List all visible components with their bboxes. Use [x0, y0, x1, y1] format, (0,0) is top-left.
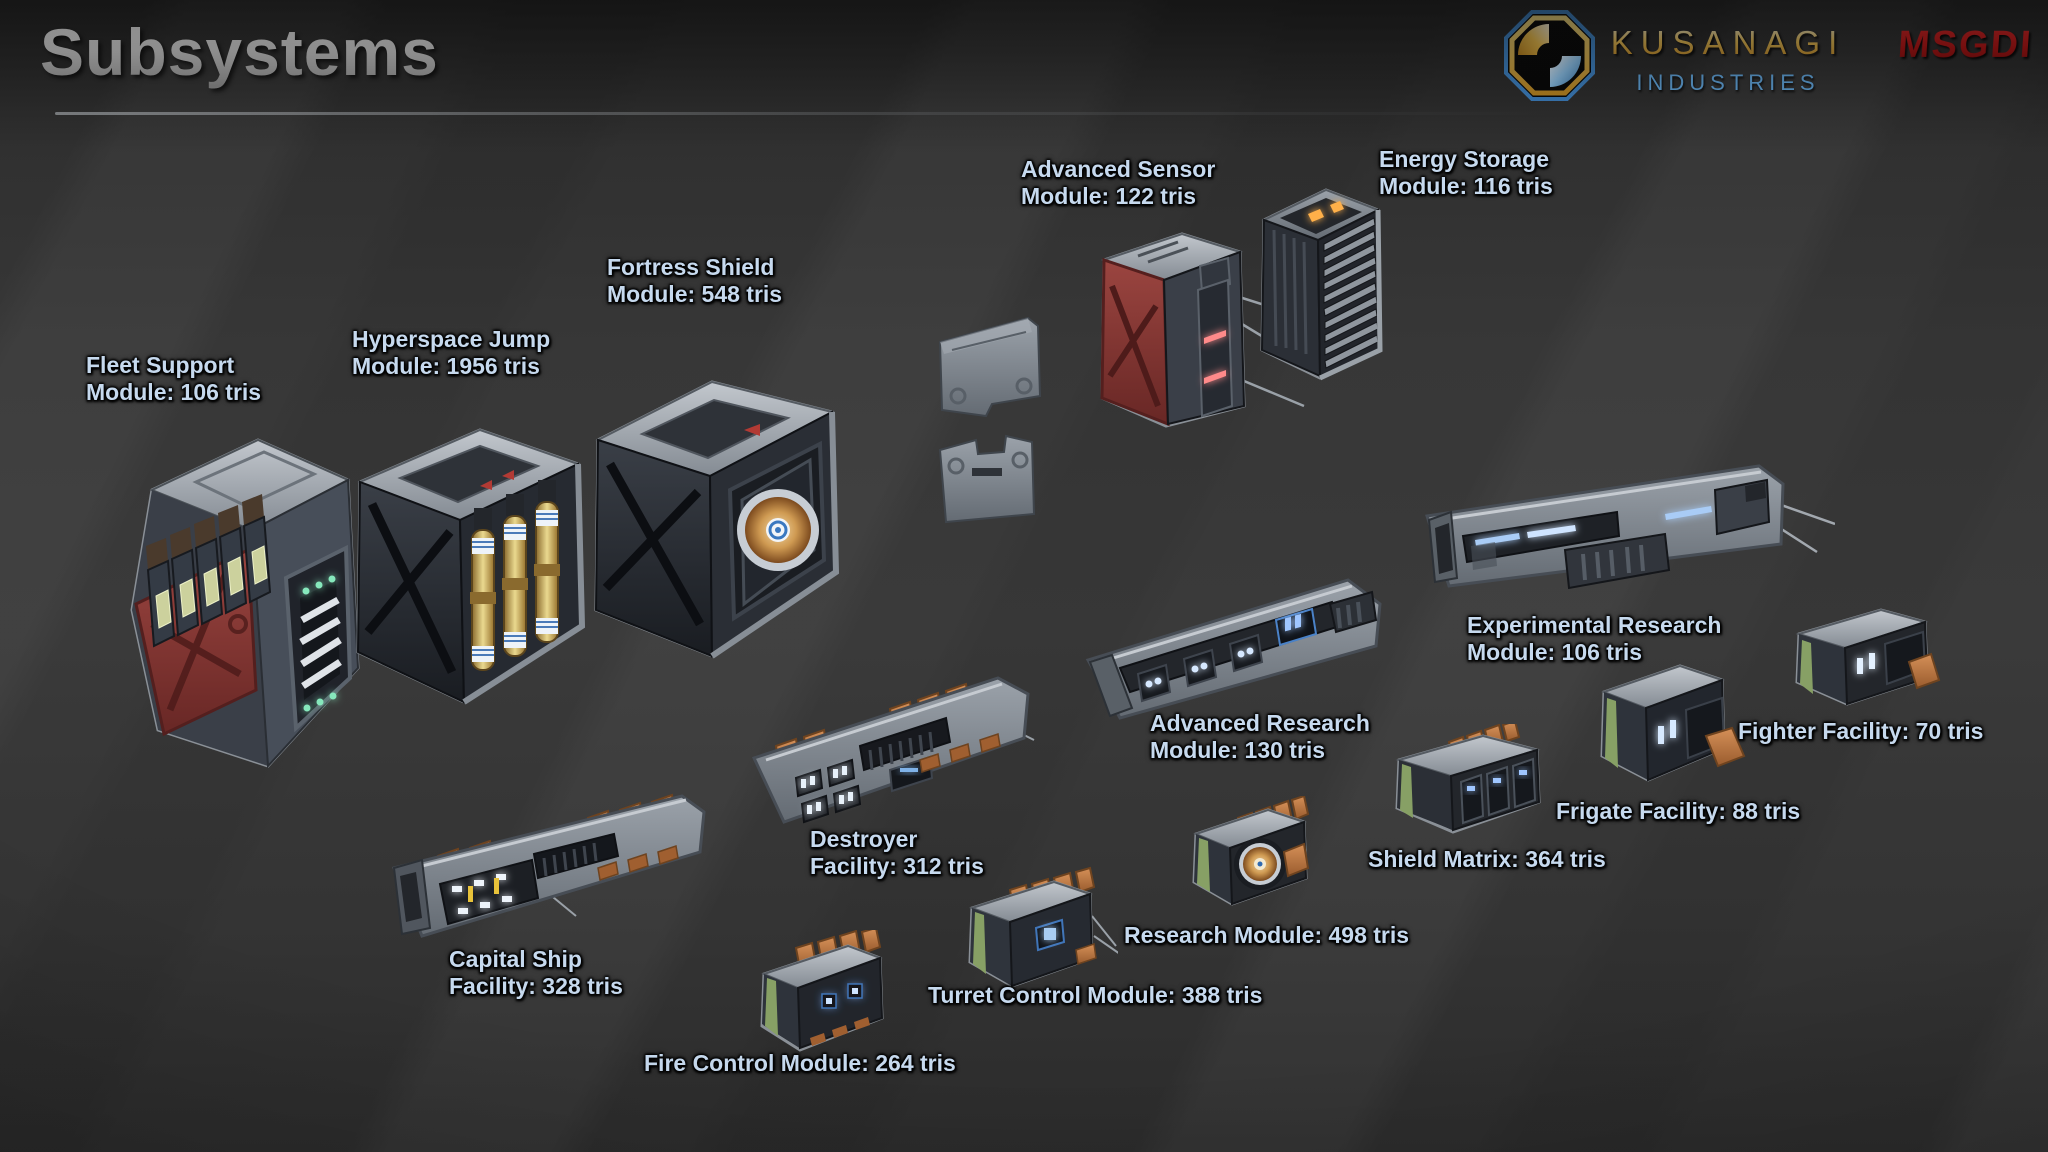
label-turret-control: Turret Control Module: 388 tris: [928, 982, 1263, 1008]
research-module-model: [1192, 796, 1310, 906]
fighter-facility-model: [1795, 608, 1941, 706]
energy-storage-module-model: [1260, 188, 1383, 381]
label-shield-matrix: Shield Matrix: 364 tris: [1368, 846, 1606, 872]
label-frigate-facility: Frigate Facility: 88 tris: [1556, 798, 1801, 824]
destroyer-facility-model: [751, 676, 1035, 824]
header-divider: [55, 112, 1615, 115]
brand-company: KUSANAGI: [1608, 24, 1848, 62]
armor-plate-top-model: [938, 316, 1042, 418]
brand-block: KUSANAGI INDUSTRIES MSGDI: [1500, 0, 2048, 115]
turret-control-module-model: [968, 866, 1118, 988]
fortress-shield-module-model: [594, 380, 840, 659]
experimental-research-module-model: [1425, 464, 1835, 590]
page-title: Subsystems: [40, 15, 439, 89]
advanced-research-module-model: [1085, 578, 1382, 720]
label-fire-control: Fire Control Module: 264 tris: [644, 1050, 956, 1076]
frigate-facility-model: [1600, 664, 1746, 782]
armor-plate-bottom-model: [938, 434, 1036, 524]
brand-division: INDUSTRIES: [1636, 70, 1820, 95]
label-research-module: Research Module: 498 tris: [1124, 922, 1410, 948]
fleet-support-module-model: [130, 438, 360, 769]
label-fighter-facility: Fighter Facility: 70 tris: [1738, 718, 1984, 744]
hyperspace-jump-module-model: [356, 428, 586, 705]
watermark-msgdi: MSGDI: [1896, 24, 2035, 66]
fire-control-module-model: [760, 930, 884, 1052]
shield-matrix-model: [1395, 724, 1541, 834]
kusanagi-logo-icon: [1504, 10, 1595, 101]
advanced-sensor-module-model: [1100, 232, 1305, 428]
capital-ship-facility-model: [391, 793, 706, 938]
